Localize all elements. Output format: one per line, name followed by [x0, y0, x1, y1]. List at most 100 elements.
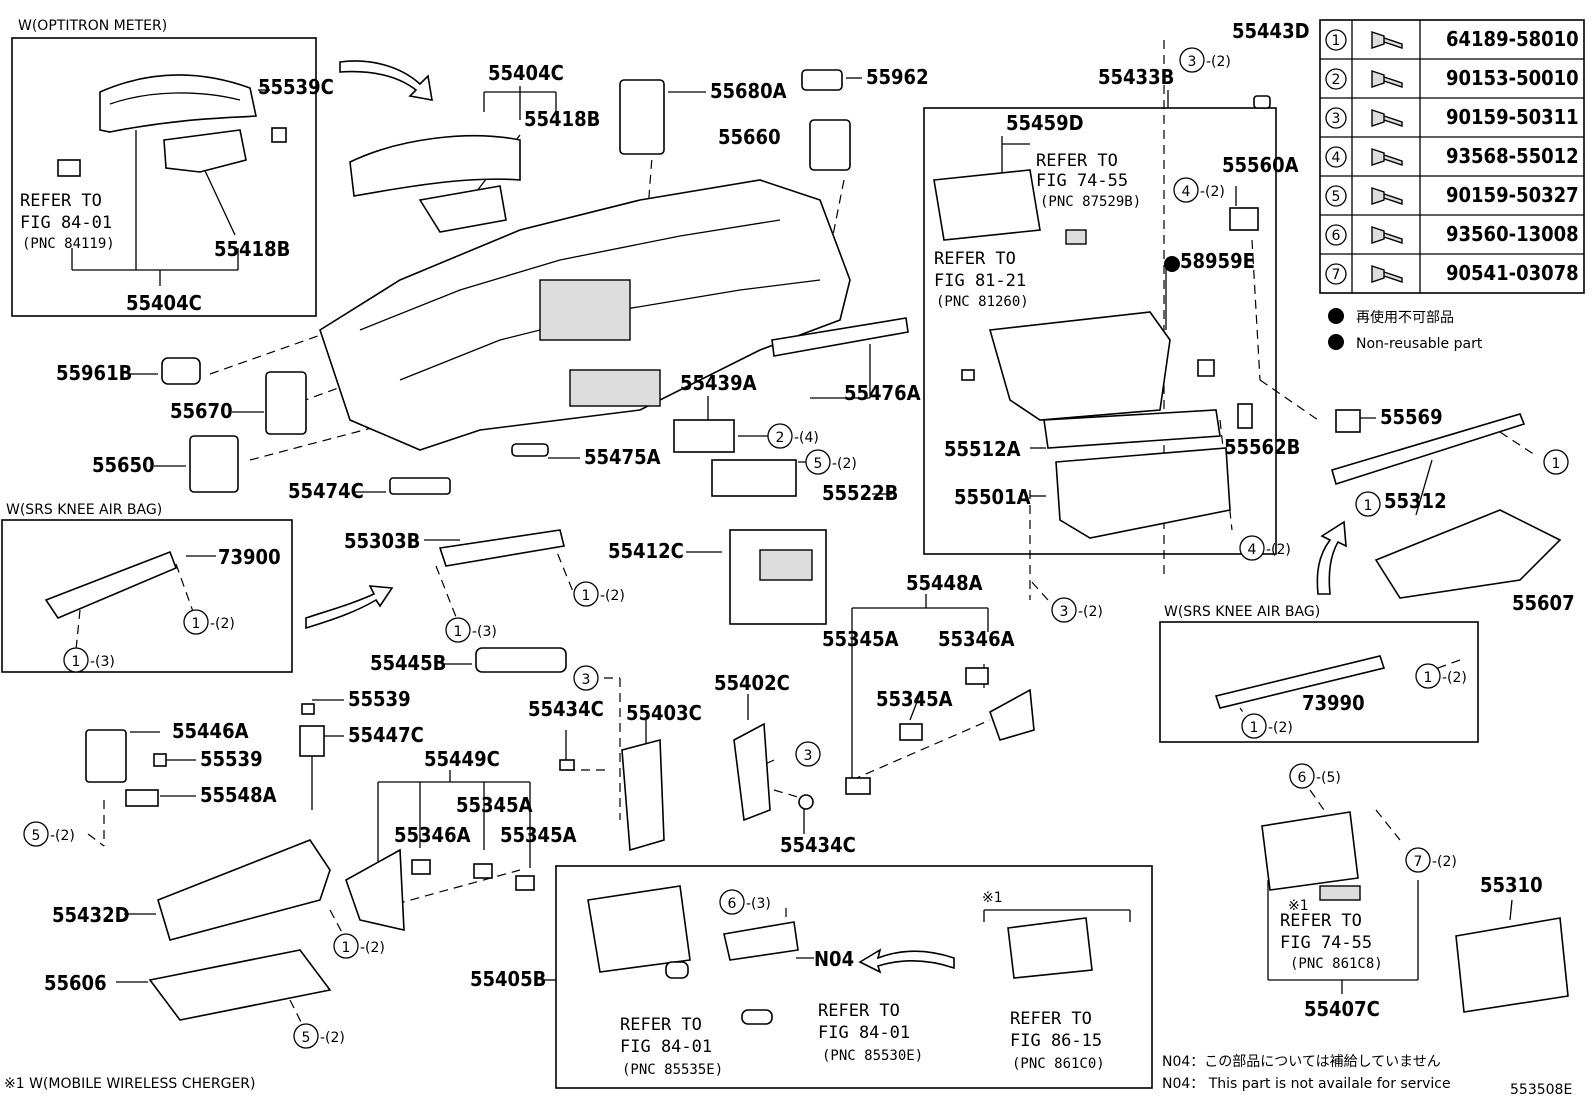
callout-circle: [805, 449, 831, 475]
callout-circle: [1173, 177, 1199, 203]
svg-text:Non-reusable part: Non-reusable part: [1356, 336, 1483, 352]
callout-quantity: -(2): [1432, 854, 1457, 870]
svg-text:REFER TO: REFER TO: [620, 1015, 702, 1035]
callout-quantity: -(2): [1200, 184, 1225, 200]
fastener-callout: 1-(3): [63, 647, 115, 673]
pn-55548A: 55548A: [200, 783, 277, 807]
fastener-callout: 1-(3): [445, 617, 497, 643]
callout-circle: [1241, 713, 1267, 739]
pn-55439A: 55439A: [680, 371, 757, 395]
callout-circle: [1289, 763, 1315, 789]
vents-left: [161, 357, 307, 493]
legend-number: 3: [1332, 111, 1341, 127]
callout-number: 4: [1182, 184, 1191, 200]
legend-part-number: 90159-50311: [1446, 105, 1579, 129]
callout-number: 6: [728, 896, 737, 912]
pn-55650: 55650: [92, 453, 155, 477]
wireless-charger-parts: [587, 885, 1093, 1025]
callout-number: 5: [32, 828, 41, 844]
pn-55670: 55670: [170, 399, 233, 423]
callout-circle: [23, 821, 49, 847]
legend-number-circle: [1325, 68, 1347, 90]
fastener-callout: 3-(2): [1179, 47, 1231, 73]
svg-text:再使用不可部品: 再使用不可部品: [1356, 309, 1454, 326]
pn-55345A-2: 55345A: [876, 687, 953, 711]
pn-55418B: 55418B: [524, 107, 600, 131]
pn-55961B: 55961B: [56, 361, 132, 385]
callout-quantity: -(2): [1442, 670, 1467, 686]
fastener-callout: 6-(3): [719, 889, 771, 915]
callout-quantity: -(2): [320, 1030, 345, 1046]
fastener-callout: 5-(2): [23, 821, 75, 847]
pn-55434C-2: 55434C: [780, 833, 856, 857]
callout-number: 3: [1188, 54, 1197, 70]
callout-quantity: -(3): [90, 654, 115, 670]
svg-text:REFER TO: REFER TO: [20, 191, 102, 211]
pn-55448A: 55448A: [906, 571, 983, 595]
note-n04-japanese: N04：この部品については補給していません: [1162, 1054, 1441, 1070]
optitron-meter-hood: [57, 74, 287, 177]
callout-quantity: -(4): [794, 430, 819, 446]
pn-55447C: 55447C: [348, 723, 424, 747]
pn-55539-2: 55539: [200, 747, 263, 771]
callout-number: 3: [1060, 604, 1069, 620]
fastener-callout: 1-(2): [573, 581, 625, 607]
label-knee-airbag-left: W(SRS KNEE AIR BAG): [6, 502, 162, 518]
callout-circle: [1405, 847, 1431, 873]
svg-text:(PNC 87529B): (PNC 87529B): [1040, 194, 1141, 210]
callout-quantity: -(2): [1266, 542, 1291, 558]
glovebox-parts: [933, 95, 1361, 539]
fastener-callout: 4 -(2): [1173, 177, 1225, 203]
callout-number: 1: [342, 940, 351, 956]
optitron-box: [11, 37, 317, 317]
fastener-callout: 1-(2): [1415, 663, 1467, 689]
pn-55432D: 55432D: [52, 903, 130, 927]
callout-number: 3: [804, 748, 813, 764]
callout-number: 1: [1250, 720, 1259, 736]
fastener-callout: 4-(2): [1239, 535, 1291, 561]
pn-55407C: 55407C: [1304, 997, 1380, 1021]
callout-circle: [1051, 597, 1077, 623]
callout-number: 7: [1414, 854, 1423, 870]
pn-55501A: 55501A: [954, 485, 1031, 509]
callout-circle: [1415, 663, 1441, 689]
callout-quantity: -(2): [1078, 604, 1103, 620]
callout-quantity: -(2): [1268, 720, 1293, 736]
direction-arrows: [305, 60, 1347, 974]
legend-number-circle: [1325, 263, 1347, 285]
fastener-callout: 3: [573, 665, 599, 691]
svg-text:FIG 86-15: FIG 86-15: [1010, 1031, 1102, 1051]
callout-quantity: -(2): [210, 616, 235, 632]
pn-55346A-2: 55346A: [394, 823, 471, 847]
callout-number: 1: [192, 616, 201, 632]
callout-number: 1: [582, 588, 591, 604]
bolt-icon: [1371, 70, 1403, 88]
footnote-wireless-charger: ※1 W(MOBILE WIRELESS CHERGER): [4, 1076, 256, 1092]
pn-55512A: 55512A: [944, 437, 1021, 461]
fastener-callout: 6-(5): [1289, 763, 1341, 789]
instrument-panel-main: [319, 134, 851, 451]
svg-text:※1: ※1: [982, 890, 1003, 906]
fastener-callout: 1: [1543, 449, 1569, 475]
callout-circle: [333, 933, 359, 959]
pn-55346A-1: 55346A: [938, 627, 1015, 651]
svg-text:(PNC 81260): (PNC 81260): [936, 294, 1029, 310]
legend-part-number: 93568-55012: [1446, 144, 1579, 168]
svg-text:REFER TO: REFER TO: [1280, 911, 1362, 931]
legend-row: 3 90159-50311: [1325, 105, 1579, 129]
bolt-icon: [1371, 109, 1403, 127]
pn-55560A: 55560A: [1222, 153, 1299, 177]
svg-text:FIG 74-55: FIG 74-55: [1036, 171, 1128, 191]
legend-number-circle: [1325, 107, 1347, 129]
pn-55569: 55569: [1380, 405, 1443, 429]
glovebox-box: [923, 107, 1277, 555]
callout-circle: [1355, 491, 1381, 517]
svg-text:FIG 84-01: FIG 84-01: [818, 1023, 910, 1043]
svg-text:REFER TO: REFER TO: [1010, 1009, 1092, 1029]
